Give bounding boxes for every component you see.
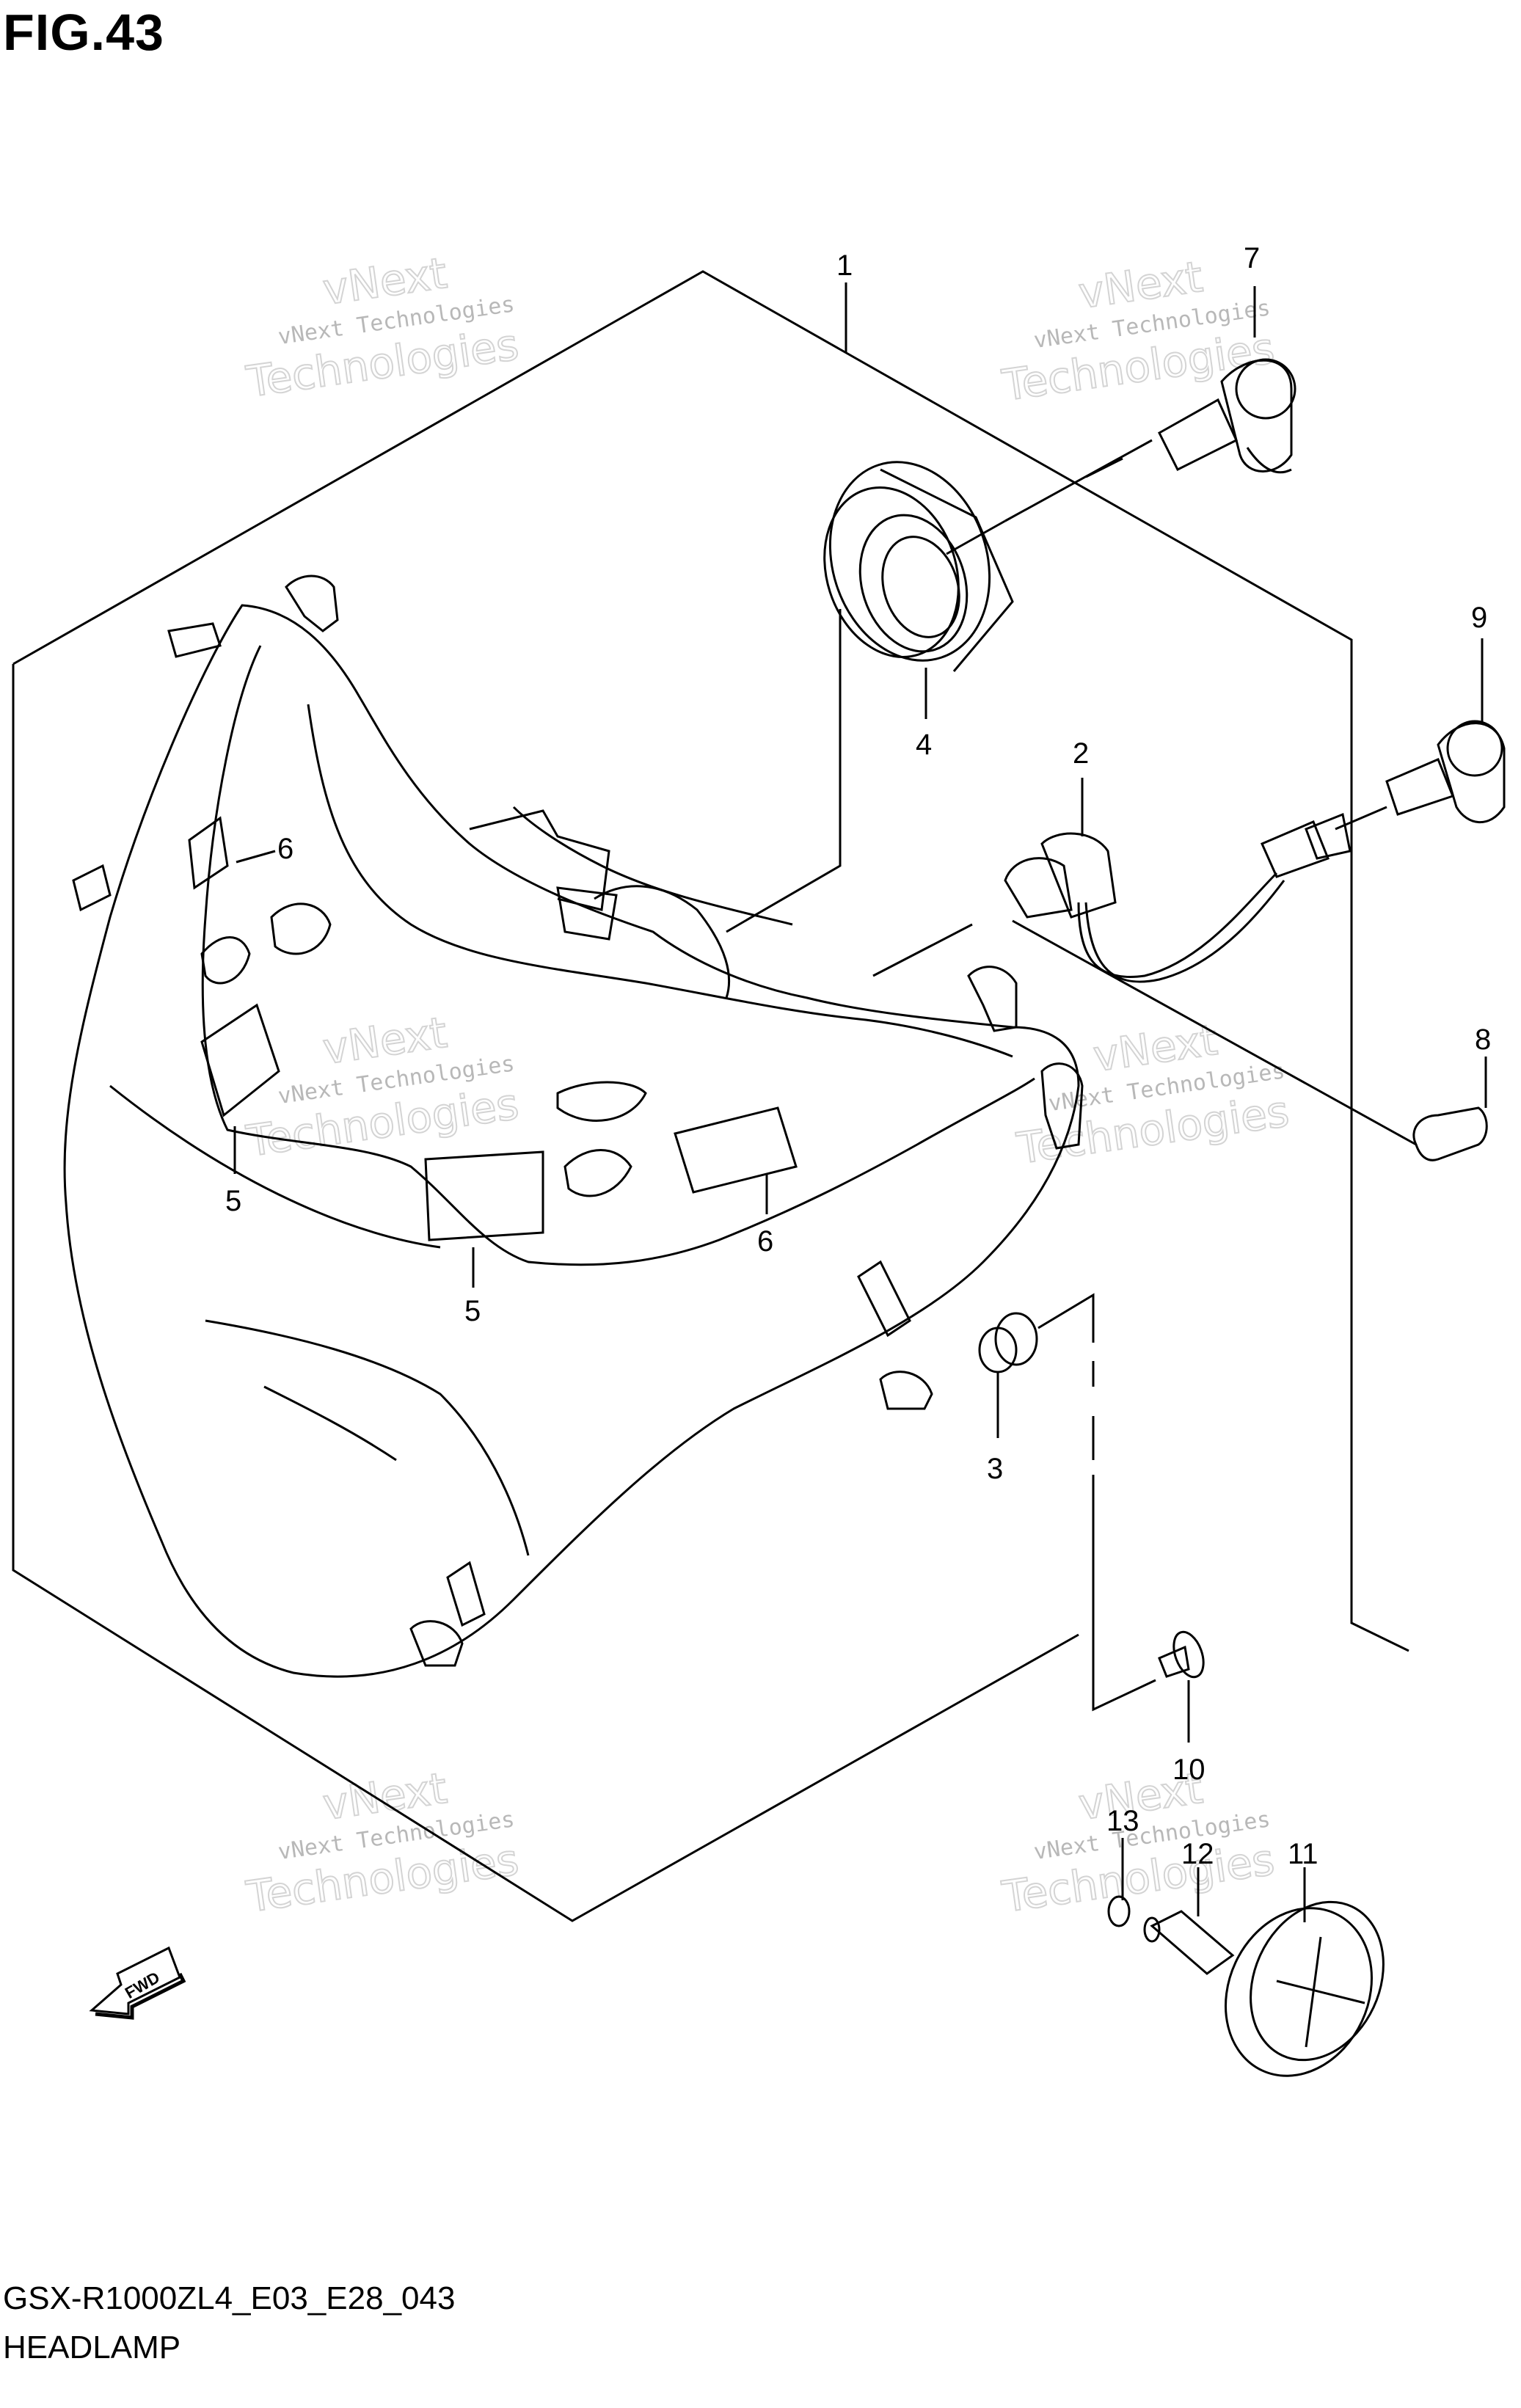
diagram-code: GSX-R1000ZL4_E03_E28_043 bbox=[3, 2280, 456, 2316]
leader-lines bbox=[233, 282, 1487, 1922]
callout-label: 6 bbox=[277, 833, 293, 865]
fwd-direction-icon: FWD bbox=[89, 1946, 186, 2020]
callout-label: 1 bbox=[836, 249, 853, 282]
assembly-boundary bbox=[12, 664, 1079, 1922]
diagram-name: HEADLAMP bbox=[3, 2329, 181, 2365]
watermark: vNext vNext Technologies Technologies bbox=[1013, 1014, 1292, 1175]
figure-title: FIG.43 bbox=[3, 4, 164, 61]
headlamp-housing bbox=[63, 574, 1084, 1678]
watermark: vNext vNext Technologies Technologies bbox=[242, 247, 522, 408]
callout-label: 5 bbox=[225, 1185, 241, 1217]
screw-10 bbox=[1158, 1630, 1205, 1679]
callout-label: 13 bbox=[1106, 1805, 1139, 1837]
reflector bbox=[1225, 1900, 1385, 2077]
callout-label: 12 bbox=[1181, 1838, 1214, 1870]
callout-label: 9 bbox=[1471, 602, 1487, 634]
headlamp-cap bbox=[823, 461, 1014, 672]
watermark: vNext vNext Technologies Technologies bbox=[242, 1762, 522, 1923]
callout-label: 4 bbox=[916, 729, 932, 761]
position-bulb bbox=[1412, 1106, 1488, 1161]
callout-label: 3 bbox=[987, 1453, 1003, 1485]
assembly-boundary bbox=[12, 270, 1409, 1652]
callout-label: 5 bbox=[464, 1295, 481, 1327]
grommet bbox=[978, 1312, 1038, 1373]
headlamp-bulb-upper bbox=[1158, 358, 1296, 474]
washer-13 bbox=[1107, 1895, 1131, 1927]
position-lamp-socket bbox=[1004, 812, 1352, 983]
watermark: vNext vNext Technologies Technologies bbox=[998, 1762, 1277, 1923]
callout-label: 7 bbox=[1244, 242, 1260, 274]
callout-label: 6 bbox=[757, 1225, 773, 1258]
callout-label: 10 bbox=[1172, 1754, 1206, 1786]
callout-label: 8 bbox=[1475, 1024, 1491, 1056]
watermark: vNext vNext Technologies Technologies bbox=[242, 1007, 522, 1167]
headlamp-bulb-right bbox=[1385, 720, 1506, 824]
callout-label: 2 bbox=[1073, 737, 1089, 770]
screw-12 bbox=[1143, 1910, 1235, 1975]
callout-label: 11 bbox=[1288, 1838, 1318, 1870]
watermark: vNext vNext Technologies Technologies bbox=[998, 251, 1277, 412]
